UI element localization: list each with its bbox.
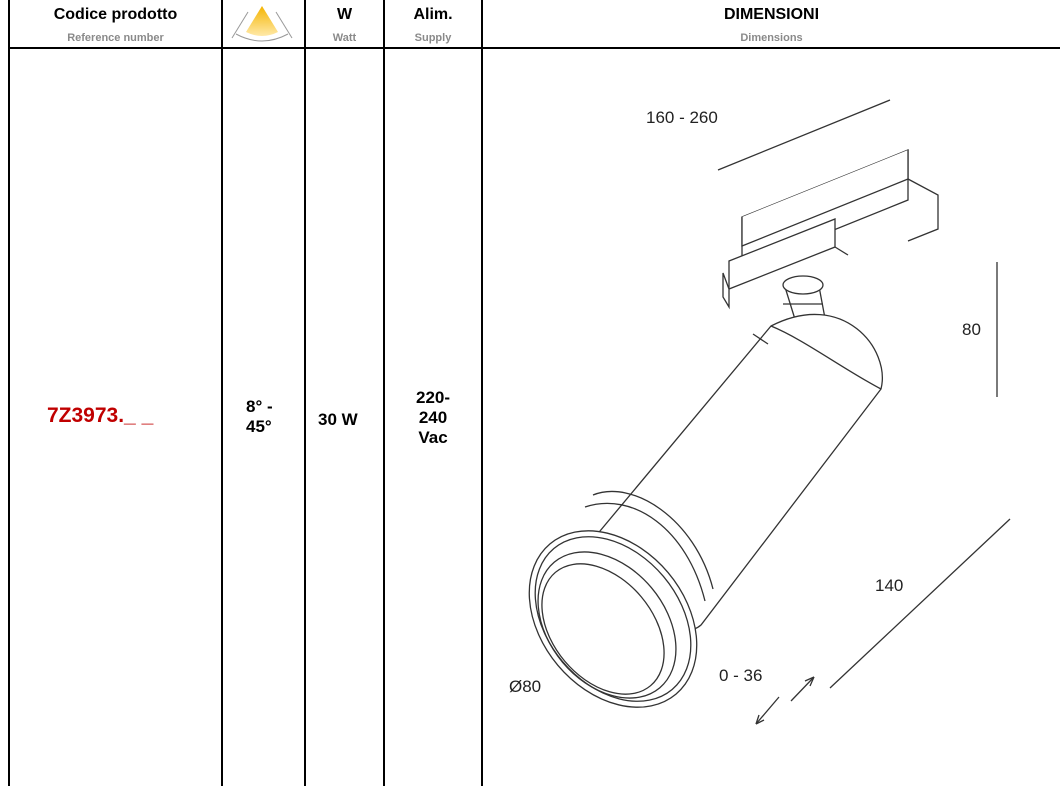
column-divider-4 — [481, 0, 483, 786]
table-border-left — [8, 0, 10, 786]
dimension-drawing — [528, 99, 1011, 725]
header-dimensions-sub: Dimensions — [740, 32, 803, 44]
header-supply: Alim. — [413, 6, 453, 23]
height-label: 80 — [962, 320, 981, 339]
beam-angle-line-1: 8° - — [246, 397, 273, 416]
supply-line-2: 240 — [418, 408, 448, 427]
header-reference-number: Reference number — [67, 32, 164, 44]
header-divider — [8, 47, 1060, 49]
header-watt: W — [336, 6, 353, 23]
length-line — [829, 518, 1011, 689]
track-length-label: 160 - 260 — [646, 108, 718, 127]
supply-line-1: 220- — [415, 388, 451, 407]
column-divider-3 — [383, 0, 385, 786]
diameter-label: Ø80 — [509, 677, 542, 696]
column-divider-1 — [221, 0, 223, 786]
length-label: 140 — [875, 576, 904, 595]
adjust-label: 0 - 36 — [719, 666, 763, 685]
beam-angle-icon — [231, 6, 293, 42]
supply-value: 220- 240 Vac — [385, 388, 481, 448]
product-code: 7Z3973._ _ — [47, 404, 154, 427]
header-product-code: Codice prodotto — [53, 6, 178, 23]
header-watt-sub: Watt — [332, 32, 357, 44]
beam-angle-line-2: 45° — [246, 417, 272, 436]
column-divider-2 — [304, 0, 306, 786]
supply-line-3: Vac — [418, 428, 448, 447]
wattage-value: 30 W — [318, 410, 358, 429]
header-dimensions: DIMENSIONI — [723, 6, 820, 23]
beam-angle-value: 8° - 45° — [246, 397, 273, 437]
track-length-line — [717, 99, 891, 171]
header-supply-sub: Supply — [414, 32, 452, 44]
